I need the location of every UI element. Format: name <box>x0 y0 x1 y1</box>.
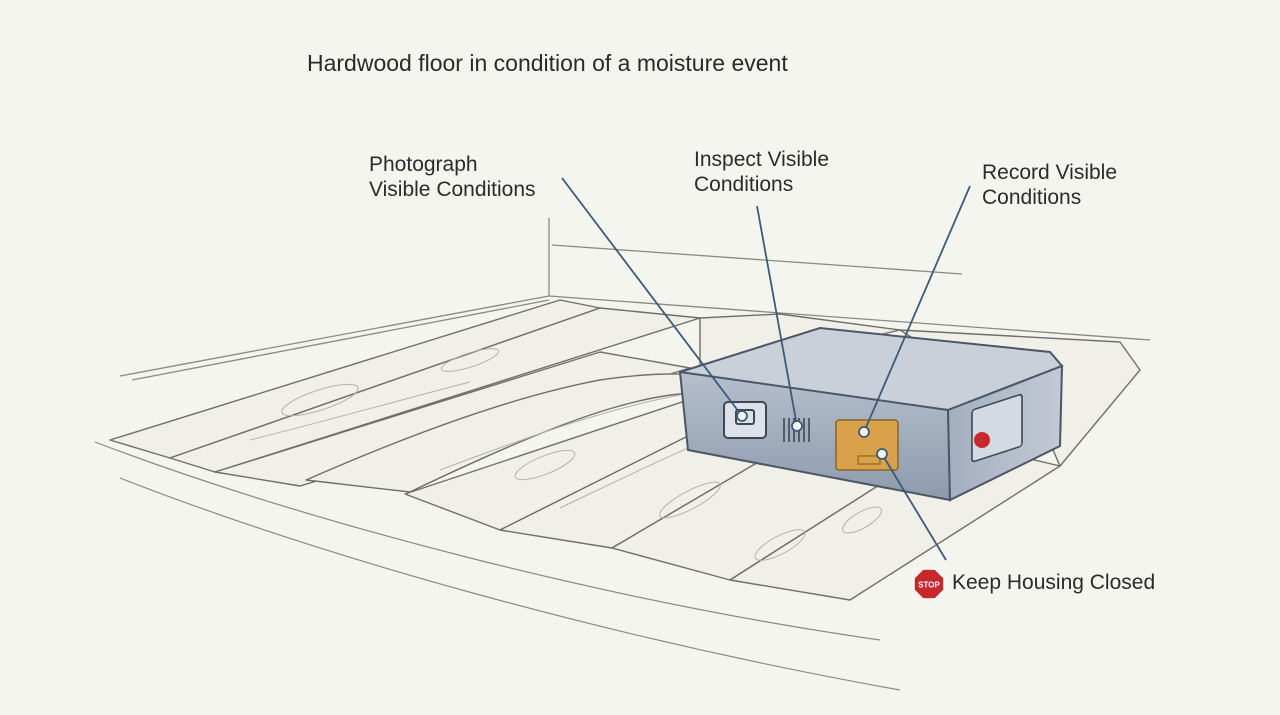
callout-photograph: Photograph Visible Conditions <box>369 152 536 202</box>
leader-inspect <box>756 205 798 427</box>
callout-photograph-line1: Photograph <box>369 153 478 176</box>
leader-dot-inspect <box>791 420 803 432</box>
callout-inspect-line2: Conditions <box>694 173 794 196</box>
callout-record-line2: Conditions <box>982 186 1082 209</box>
callout-photograph-line2: Visible Conditions <box>369 178 536 201</box>
stop-sign-icon: STOP <box>913 568 945 600</box>
device-stop-icon <box>974 432 990 448</box>
floor-edge <box>94 441 901 691</box>
device-housing <box>678 326 1064 502</box>
callout-lines <box>561 177 971 561</box>
floor-plank-buckled <box>305 373 713 493</box>
leader-keep-closed <box>881 453 947 561</box>
callout-inspect-line1: Inspect Visible <box>694 148 830 171</box>
leader-dot-photograph <box>736 410 748 422</box>
room-wall <box>119 218 1151 381</box>
callout-record: Record Visible Conditions <box>982 160 1117 210</box>
diagram-title: Hardwood floor in condition of a moistur… <box>307 50 788 76</box>
leader-photograph <box>561 177 743 417</box>
leader-record <box>863 185 971 433</box>
leader-dot-record <box>858 426 870 438</box>
callout-keep-closed: Keep Housing Closed <box>952 571 1156 594</box>
stop-sign-text: STOP <box>918 581 940 590</box>
callout-inspect: Inspect Visible Conditions <box>694 147 829 197</box>
leader-dot-keep-closed <box>876 448 888 460</box>
callout-record-line1: Record Visible <box>982 161 1118 184</box>
